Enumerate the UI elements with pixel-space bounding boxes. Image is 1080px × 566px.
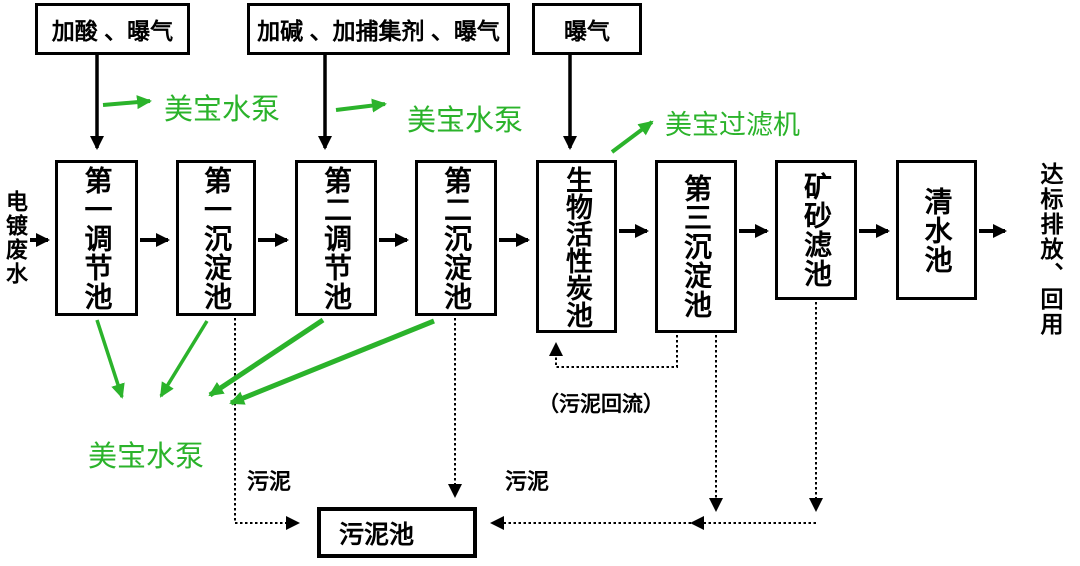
pump-label-bottom: 美宝水泵 — [88, 441, 205, 473]
filter-label: 美宝过滤机 — [665, 110, 800, 140]
process-box-clear-water-label: 清水池 — [921, 186, 953, 274]
reagent-box-aeration-label: 曝气 — [564, 18, 610, 44]
process-box-sedimentation-3: 第三沉淀池 — [655, 160, 737, 333]
sludge-reflux-note: （污泥回流） — [538, 393, 664, 416]
process-box-clear-water: 清水池 — [896, 160, 977, 300]
pump-label-top-left: 美宝水泵 — [164, 94, 281, 126]
process-box-sand-filter-label: 矿砂滤池 — [801, 172, 832, 288]
sludge-tank-box: 污泥池 — [317, 507, 477, 558]
inlet-label: 电镀废水 — [3, 190, 28, 286]
filter-annotation-arrow — [610, 120, 654, 154]
process-box-sedimentation-1: 第一沉淀池 — [176, 160, 256, 316]
pump-fan-arrow-2 — [159, 320, 209, 398]
pump-fan-arrow-4 — [229, 318, 435, 406]
reagent-box-acid: 加酸 、曝气 — [35, 3, 190, 55]
sludge-tank-label: 污泥池 — [339, 520, 415, 549]
process-box-sedimentation-1-label: 第一沉淀池 — [201, 165, 232, 311]
process-box-bio-carbon: 生物活性炭池 — [536, 160, 617, 333]
process-box-regulating-1-label: 第一调节池 — [81, 165, 113, 311]
sludge-reflux-line — [549, 335, 678, 368]
pump-label-top-mid: 美宝水泵 — [407, 105, 524, 137]
outlet-label: 达标排放、回用 — [1037, 162, 1063, 337]
pump-fan-arrow-1 — [95, 319, 125, 399]
reagent-box-aeration: 曝气 — [532, 3, 642, 55]
reagent-box-alkali-label: 加碱 、加捕集剂 、曝气 — [257, 18, 500, 44]
process-box-sedimentation-2-label: 第二沉淀池 — [441, 165, 472, 311]
pump-annotation-arrow-mid — [335, 98, 387, 113]
pump-fan-arrow-3 — [208, 317, 325, 398]
reagent-box-alkali: 加碱 、加捕集剂 、曝气 — [247, 3, 510, 55]
process-box-sedimentation-2: 第二沉淀池 — [415, 160, 497, 316]
reagent-box-acid-label: 加酸 、曝气 — [51, 18, 174, 44]
sludge-label-right: 污泥 — [505, 469, 550, 494]
sludge-label-left: 污泥 — [247, 469, 292, 494]
process-box-bio-carbon-label: 生物活性炭池 — [562, 165, 592, 328]
process-box-sedimentation-3-label: 第三沉淀池 — [681, 174, 712, 319]
process-box-regulating-1: 第一调节池 — [55, 160, 138, 316]
process-box-sand-filter: 矿砂滤池 — [775, 160, 857, 300]
pump-annotation-arrow-left — [102, 95, 152, 110]
process-box-regulating-2-label: 第二调节池 — [321, 165, 352, 311]
process-box-regulating-2: 第二调节池 — [295, 160, 377, 316]
sludge-line-tank2 — [234, 318, 300, 530]
